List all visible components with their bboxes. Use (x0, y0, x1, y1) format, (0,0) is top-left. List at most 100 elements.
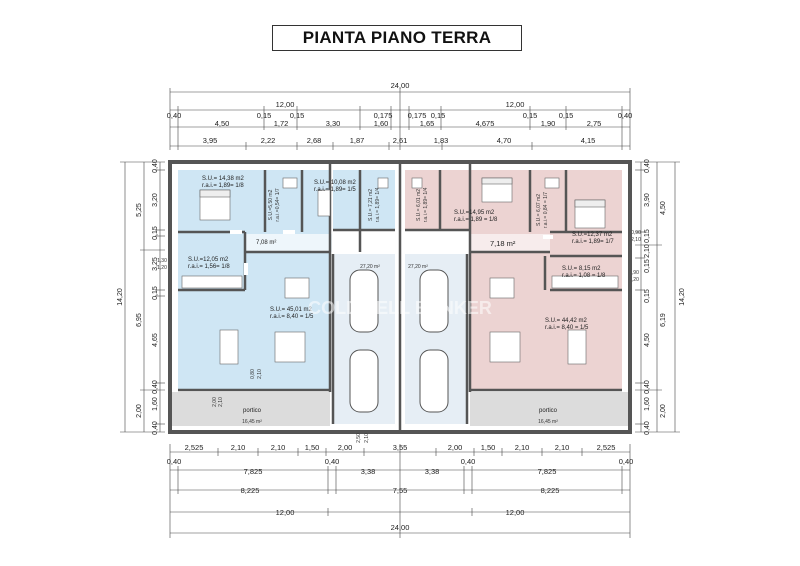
top-dim-row2: 3,30 (326, 119, 341, 128)
portico-right (470, 392, 628, 426)
washbasin-icon (544, 177, 560, 189)
top-dim-row1: 0,40 (618, 111, 633, 120)
furniture (181, 177, 619, 365)
room-su: S.U.=12,37 m2 (572, 232, 613, 238)
bottom-dim-row1: 2,10 (271, 443, 286, 452)
portico-left (172, 392, 330, 426)
room-su: S.U.= 6,07 m2 (536, 194, 542, 226)
door-label: 2,10 (218, 397, 224, 407)
bottom-dim-row1: 1,50 (305, 443, 320, 452)
bottom-dim-row1: 2,10 (231, 443, 246, 452)
right-group-dim: 4,50 (660, 201, 667, 215)
top-dim-row1: 0,15 (523, 111, 538, 120)
bottom-dim-row4: 8,225 (241, 486, 260, 495)
bottom-dim-row1: 2,00 (448, 443, 463, 452)
left-dimension-labels: 14,20 5,25 6,95 2,00 0,40 3,20 0,15 3,25… (117, 159, 167, 435)
right-seg-dim: 0,15 (644, 259, 651, 273)
top-dim-row3: 4,70 (497, 136, 512, 145)
bottom-dim-row1: 2,00 (338, 443, 353, 452)
top-dim-row1: 0,15 (257, 111, 272, 120)
room-rai: r.a.i.=0,54= 1/7 (275, 188, 281, 222)
top-dim-row3: 1,83 (434, 136, 449, 145)
top-dim-row2: 1,90 (541, 119, 556, 128)
right-window-label: 0,90 (629, 270, 639, 276)
room-su: S.U.= 8,15 m2 (562, 266, 601, 272)
room-rai: r.a.i.= 0,84 = 1/7 (543, 192, 549, 228)
right-seg-dim: 0,15 (644, 229, 651, 243)
top-dim-row3: 2,22 (261, 136, 276, 145)
left-seg-dim: 4,65 (152, 333, 159, 347)
bottom-dim-row4: 8,225 (541, 486, 560, 495)
top-half-dim: 12,00 (506, 100, 525, 109)
top-dim-row1: 0,15 (431, 111, 446, 120)
door-openings (230, 230, 553, 275)
title-box: PIANTA PIANO TERRA (272, 25, 522, 51)
top-half-dim: 12,00 (276, 100, 295, 109)
bottom-dimension-labels: 2,525 2,10 2,10 1,50 2,00 3,55 2,00 1,50… (167, 443, 634, 532)
watermark-text: COLDWELL BANKER (308, 298, 492, 318)
top-dim-row1: 0,175 (408, 111, 427, 120)
top-dim-row2: 4,50 (215, 119, 230, 128)
bottom-dimension-lines (169, 444, 631, 538)
right-seg-dim: 4,50 (644, 333, 651, 347)
bed-icon (317, 189, 331, 217)
garage-area: 27,20 m² (360, 264, 380, 270)
left-group-dim: 6,95 (136, 313, 143, 327)
bottom-dim-row2: 0,40 (167, 457, 182, 466)
left-window-label: 1,30 (157, 258, 167, 264)
right-seg-dim: 0,40 (644, 421, 651, 435)
bottom-dim-row3: 7,825 (538, 467, 557, 476)
room-rai: r.a.i.= 8,40 = 1/5 (270, 314, 314, 320)
garage-area: 27,20 m² (408, 264, 428, 270)
left-seg-dim: 0,15 (152, 286, 159, 300)
left-seg-dim: 0,15 (152, 226, 159, 240)
right-seg-dim: 3,90 (644, 193, 651, 207)
top-dim-row2: 1,60 (374, 119, 389, 128)
bottom-dim-row4: 7,55 (393, 486, 408, 495)
right-seg-dim: 0,40 (644, 159, 651, 173)
right-total-dim: 14,20 (679, 288, 686, 306)
room-su: S.U.= 45,01 m2 (270, 307, 313, 313)
room-rai: r.a.i.= 1,89= 1/4 (423, 187, 429, 222)
left-seg-dim: 1,60 (152, 397, 159, 411)
bottom-dim-row2: 0,40 (619, 457, 634, 466)
top-dim-row2: 1,72 (274, 119, 289, 128)
car-icon (349, 269, 379, 333)
top-dim-row3: 2,61 (393, 136, 408, 145)
portico-area: 16,45 m² (538, 419, 558, 425)
bottom-dim-row5: 12,00 (506, 508, 525, 517)
right-group-dim: 2,00 (660, 404, 667, 418)
page-title: PIANTA PIANO TERRA (302, 28, 492, 47)
dining-table-icon (567, 329, 587, 365)
right-seg-dim: 1,60 (644, 397, 651, 411)
room-labels: S.U.= 14,38 m2 r.a.i.= 1,89= 1/8 S.U.=5,… (188, 176, 614, 443)
left-group-dim: 5,25 (136, 203, 143, 217)
table-icon (489, 277, 515, 299)
left-group-dim: 2,00 (136, 404, 143, 418)
car-icon (419, 269, 449, 333)
left-seg-dim: 3,20 (152, 193, 159, 207)
left-seg-dim: 0,40 (152, 159, 159, 173)
top-dim-row3: 4,15 (581, 136, 596, 145)
corridor-right (470, 234, 550, 252)
room-su: S.U.= 14,38 m2 (202, 176, 245, 182)
interior-walls (178, 164, 622, 430)
right-window-label: 2,10 (631, 237, 641, 243)
room-rai: r.a.i.= 1,89 = 1/8 (454, 217, 498, 223)
portico-label: portico (539, 408, 558, 414)
room-rai: r.a.i.= 8,40 = 1/5 (545, 325, 589, 331)
car-icon (349, 349, 379, 413)
portico-area: 16,45 m² (242, 419, 262, 425)
right-window-label: 0,90 (631, 230, 641, 236)
room-su: S.U.= 10,08 m2 (314, 180, 357, 186)
kitchen-icon (551, 275, 619, 289)
top-dim-row1: 0,175 (374, 111, 393, 120)
bottom-dim-row1: 1,50 (481, 443, 496, 452)
sofa-icon (489, 331, 521, 363)
sofa-icon (274, 331, 306, 363)
bottom-dim-row1: 2,525 (185, 443, 204, 452)
washbasin-icon (377, 177, 389, 189)
room-rai: r.a.i.= 1,89= 1/4 (375, 187, 381, 222)
cars (349, 269, 449, 413)
bottom-dim-row1: 2,10 (515, 443, 530, 452)
